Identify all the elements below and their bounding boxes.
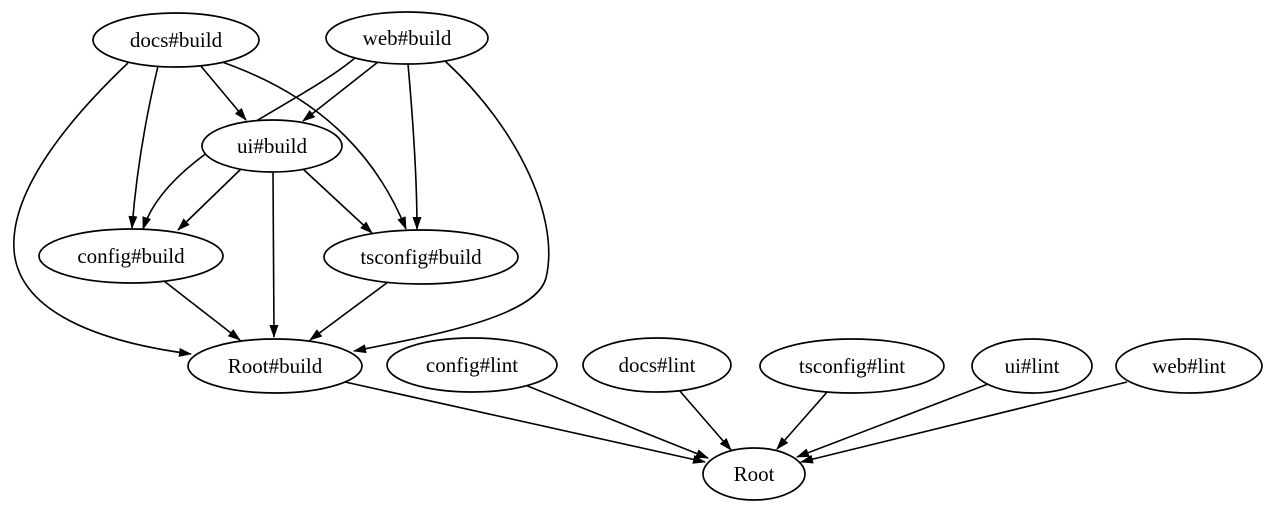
node-docs-lint-shape [582,337,732,393]
node-docs-build: docs#build [92,12,260,68]
node-tsconfig-build: tsconfig#build [323,229,519,285]
node-root-label: Root [734,462,775,486]
node-ui-lint: ui#lint [971,338,1093,394]
node-root-shape [702,447,806,501]
edge-root-build--root [344,381,706,464]
node-ui-lint-label: ui#lint [1005,354,1060,378]
edge-docs-build--ui-build [199,64,247,121]
nodes-layer: docs#build web#build ui#build config#build t… [38,11,1263,501]
edge-ui-lint--root [796,383,989,458]
node-docs-build-shape [92,12,260,68]
edge-ui-build--config-build [177,167,243,231]
edge-config-build--root-build [163,280,241,341]
node-root-build: Root#build [187,338,363,394]
edge-docs-build--config-build [128,65,159,229]
node-docs-lint: docs#lint [582,337,732,393]
node-ui-build-shape [201,119,343,173]
node-root-build-shape [187,338,363,394]
node-config-build-label: config#build [77,244,185,268]
node-web-build-shape [325,11,489,65]
edge-web-lint--root [800,381,1128,464]
edge-tsconfig-build--root-build [309,281,389,341]
edge-web-build--tsconfig-build [407,63,422,230]
edges-layer [13,57,1128,464]
node-tsconfig-lint: tsconfig#lint [759,338,945,394]
node-root-build-label: Root#build [228,354,323,378]
node-docs-lint-label: docs#lint [619,353,696,377]
node-docs-build-label: docs#build [130,28,223,52]
node-config-lint-shape [386,337,558,393]
edge-docs-build--root-build [13,62,192,357]
node-web-build-label: web#build [363,26,452,50]
node-web-build: web#build [325,11,489,65]
node-config-build: config#build [38,228,224,284]
node-config-build-shape [38,228,224,284]
edge-ui-build--tsconfig-build [302,168,373,234]
edge-ui-build--root-build [269,172,279,338]
edge-docs-build--tsconfig-build [221,61,407,230]
node-tsconfig-lint-shape [759,338,945,394]
node-ui-build: ui#build [201,119,343,173]
node-config-lint: config#lint [386,337,558,393]
node-web-lint: web#lint [1115,338,1263,394]
node-web-lint-shape [1115,338,1263,394]
node-tsconfig-build-label: tsconfig#build [360,245,482,269]
edge-tsconfig-lint--root [776,390,829,450]
node-ui-lint-shape [971,338,1093,394]
edge-web-build--root-build [353,60,550,354]
node-root: Root [702,447,806,501]
edge-docs-lint--root [678,389,732,451]
edge-web-build--ui-build [302,61,379,122]
node-tsconfig-lint-label: tsconfig#lint [799,354,905,378]
node-ui-build-label: ui#build [237,134,308,158]
edge-config-lint--root [524,384,709,459]
node-web-lint-label: web#lint [1152,354,1226,378]
node-config-lint-label: config#lint [426,353,518,377]
node-tsconfig-build-shape [323,229,519,285]
